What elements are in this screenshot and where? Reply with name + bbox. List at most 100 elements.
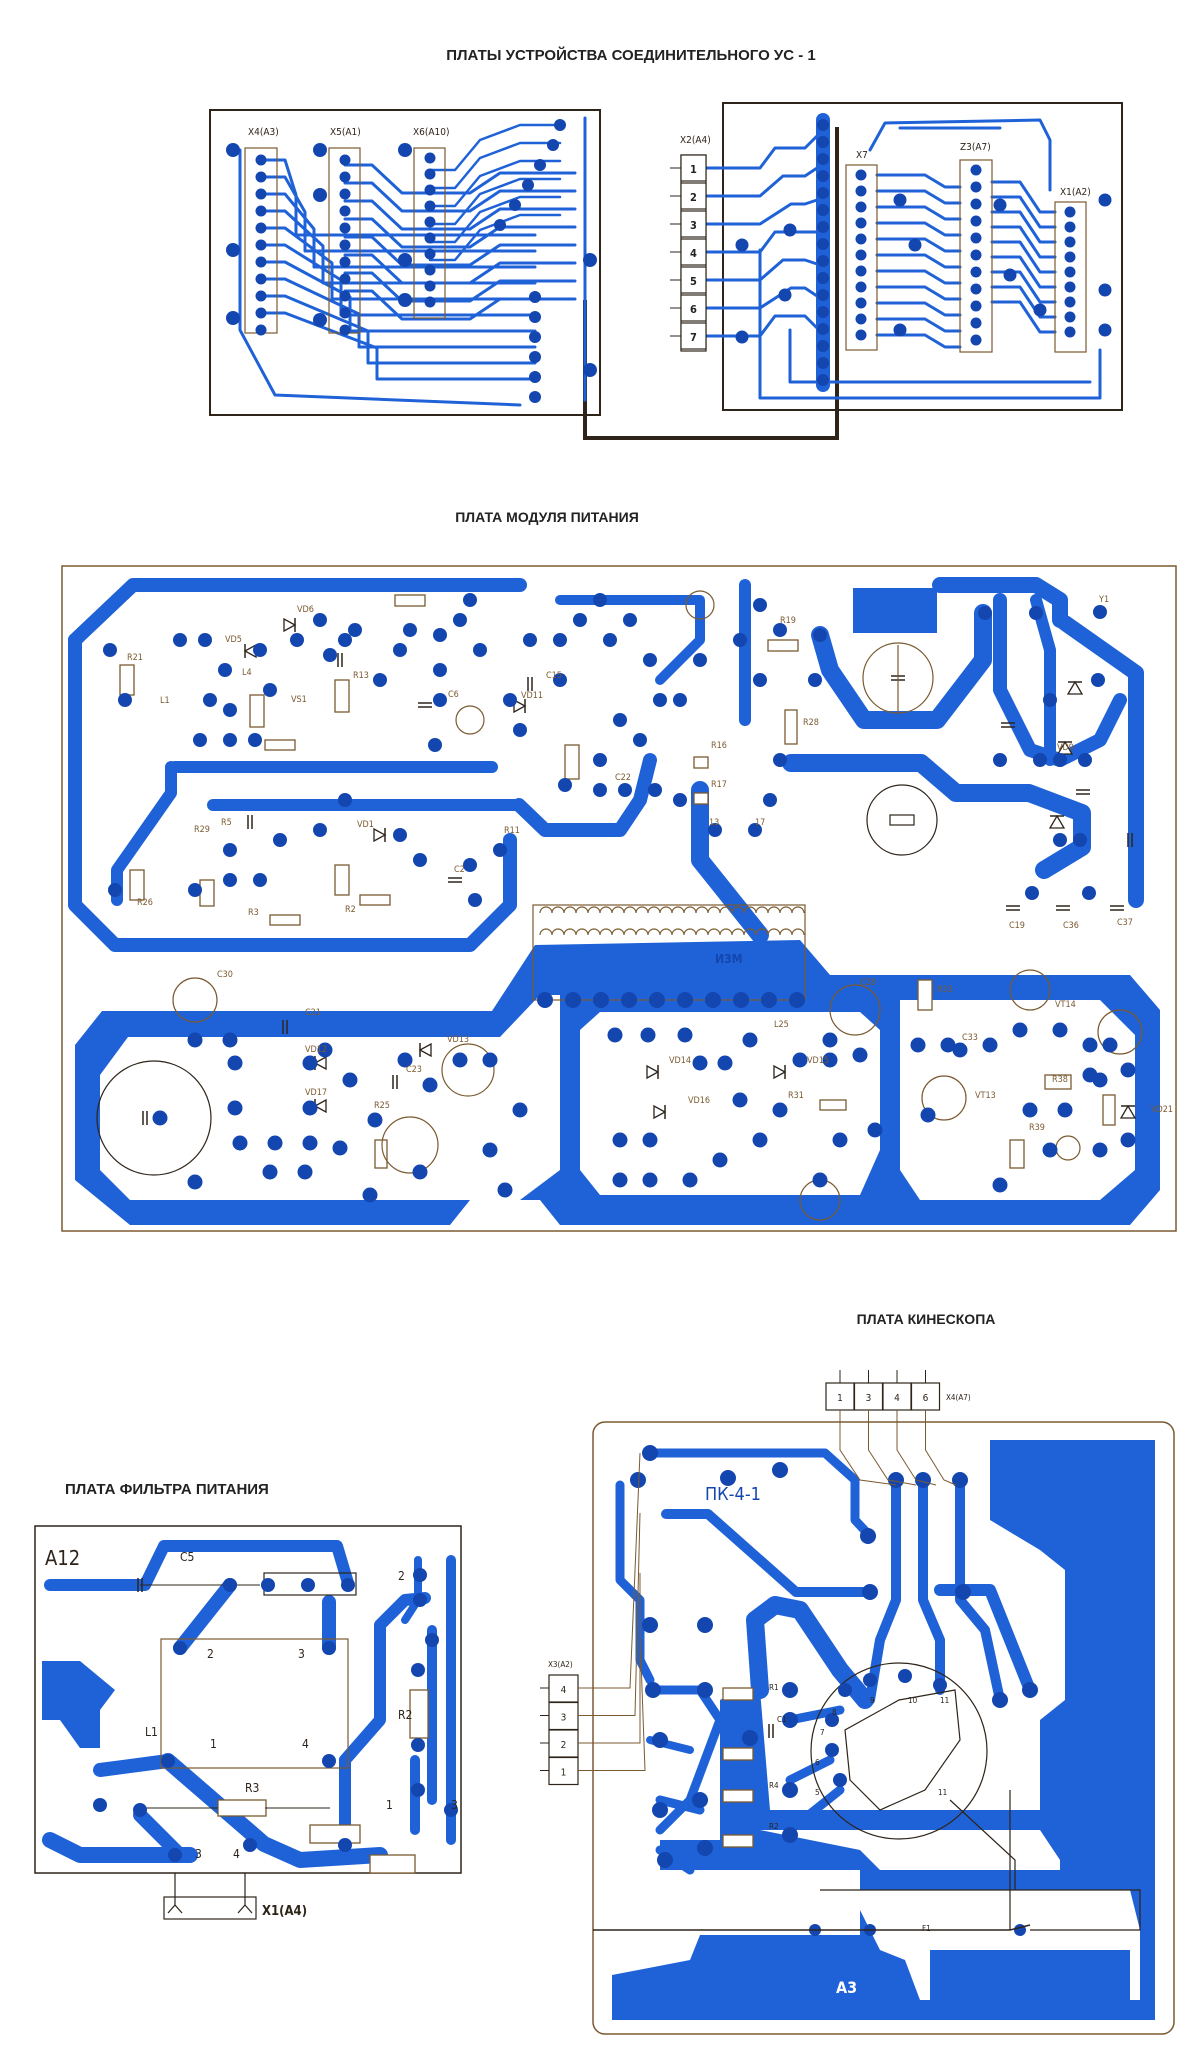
component-label: R38 bbox=[1052, 1075, 1068, 1085]
solder-pad bbox=[623, 613, 637, 627]
solder-pad bbox=[736, 239, 749, 252]
copper-trace bbox=[877, 191, 960, 203]
component-label: R25 bbox=[374, 1101, 390, 1111]
solder-pad bbox=[1058, 1103, 1073, 1118]
solder-pad bbox=[256, 308, 267, 319]
solder-pad bbox=[673, 793, 687, 807]
connector-pin-number: 2 bbox=[690, 191, 697, 204]
component-label: 5 bbox=[815, 1788, 820, 1797]
solder-pad bbox=[825, 1743, 839, 1757]
solder-pad bbox=[697, 1682, 713, 1698]
solder-pad bbox=[603, 633, 617, 647]
resistor-symbol bbox=[768, 640, 798, 651]
component-label: 3 bbox=[298, 1647, 305, 1661]
solder-pad bbox=[898, 1669, 912, 1683]
resistor-symbol bbox=[270, 915, 300, 925]
solder-pad bbox=[971, 318, 982, 329]
solder-pad bbox=[994, 199, 1007, 212]
solder-pad bbox=[188, 883, 202, 897]
solder-pad bbox=[413, 1568, 427, 1582]
solder-pad bbox=[228, 1056, 243, 1071]
component-label: R3 bbox=[248, 908, 259, 918]
solder-pad bbox=[256, 325, 267, 336]
solder-pad bbox=[340, 206, 351, 217]
solder-pad bbox=[425, 265, 436, 276]
solder-pad bbox=[93, 1798, 107, 1812]
solder-pad bbox=[323, 648, 337, 662]
solder-pad bbox=[860, 1528, 876, 1544]
connector-pin-number: 6 bbox=[690, 303, 697, 316]
solder-pad bbox=[868, 1123, 883, 1138]
solder-pad bbox=[301, 1578, 315, 1592]
solder-pad bbox=[433, 693, 447, 707]
solder-pad bbox=[523, 633, 537, 647]
component-label: R29 bbox=[194, 825, 210, 835]
component-label: 2 bbox=[207, 1647, 214, 1661]
component-label: R17 bbox=[711, 780, 727, 790]
solder-pad bbox=[473, 643, 487, 657]
solder-pad bbox=[856, 170, 867, 181]
component-label: R3 bbox=[245, 1781, 259, 1795]
solder-pad bbox=[554, 119, 566, 131]
solder-pad bbox=[453, 1053, 468, 1068]
component-label: 9 bbox=[870, 1696, 875, 1705]
solder-pad bbox=[613, 1133, 628, 1148]
solder-pad bbox=[911, 1038, 926, 1053]
resistor-symbol bbox=[335, 680, 349, 712]
solder-pad bbox=[856, 314, 867, 325]
interconnect-cable bbox=[585, 127, 837, 438]
component-label: 6 bbox=[815, 1758, 820, 1767]
solder-pad bbox=[1053, 1023, 1068, 1038]
solder-pad bbox=[909, 239, 922, 252]
solder-pad bbox=[413, 1593, 427, 1607]
solder-pad bbox=[593, 593, 607, 607]
solder-pad bbox=[298, 1165, 313, 1180]
solder-pad bbox=[343, 1073, 358, 1088]
solder-pad bbox=[411, 1663, 425, 1677]
solder-pad bbox=[256, 223, 267, 234]
connector-boards-section: ПЛАТЫ УСТРОЙСТВА СОЕДИНИТЕЛЬНОГО УС - 1X… bbox=[210, 46, 1122, 438]
connector-pin-number: 3 bbox=[690, 219, 697, 232]
solder-pad bbox=[630, 1472, 646, 1488]
solder-pad bbox=[203, 693, 217, 707]
resistor-symbol bbox=[785, 710, 797, 744]
copper-trace bbox=[261, 279, 535, 347]
solder-pad bbox=[1065, 312, 1076, 323]
solder-pad bbox=[1029, 606, 1043, 620]
solder-pad bbox=[823, 1033, 838, 1048]
solder-pad bbox=[529, 371, 541, 383]
solder-pad bbox=[340, 257, 351, 268]
connector-pin-number: 1 bbox=[561, 1768, 567, 1779]
solder-pad bbox=[856, 186, 867, 197]
solder-pad bbox=[971, 165, 982, 176]
solder-pad bbox=[971, 182, 982, 193]
solder-pad bbox=[498, 1183, 513, 1198]
solder-pad bbox=[468, 893, 482, 907]
solder-pad bbox=[268, 1136, 283, 1151]
connector-label: X3(A2) bbox=[548, 1660, 573, 1669]
component-label: C19 bbox=[1009, 921, 1025, 931]
solder-pad bbox=[263, 1165, 278, 1180]
solder-pad bbox=[493, 843, 507, 857]
component-label: L4 bbox=[242, 668, 252, 678]
solder-pad bbox=[565, 992, 581, 1008]
solder-pad bbox=[782, 1682, 798, 1698]
component-label: VD5 bbox=[225, 635, 242, 645]
solder-pad bbox=[411, 1783, 425, 1797]
solder-pad bbox=[393, 643, 407, 657]
resistor-symbol bbox=[370, 1855, 415, 1873]
solder-pad bbox=[403, 623, 417, 637]
kinescope-board-section: ПЛАТА КИНЕСКОПАПК-4-1A3R1C1R4R2F18910117… bbox=[540, 1311, 1174, 2034]
component-label: R39 bbox=[1029, 1123, 1045, 1133]
solder-pad bbox=[509, 199, 521, 211]
resistor-symbol bbox=[694, 757, 708, 768]
connector-pin-number: 4 bbox=[561, 1685, 567, 1696]
solder-pad bbox=[529, 391, 541, 403]
solder-pad bbox=[483, 1143, 498, 1158]
solder-pad bbox=[856, 298, 867, 309]
solder-pad bbox=[1004, 269, 1017, 282]
solder-pad bbox=[817, 272, 829, 284]
solder-pad bbox=[1013, 1023, 1028, 1038]
component-label: C15 bbox=[546, 671, 562, 681]
component-label: C21 bbox=[305, 1008, 321, 1018]
